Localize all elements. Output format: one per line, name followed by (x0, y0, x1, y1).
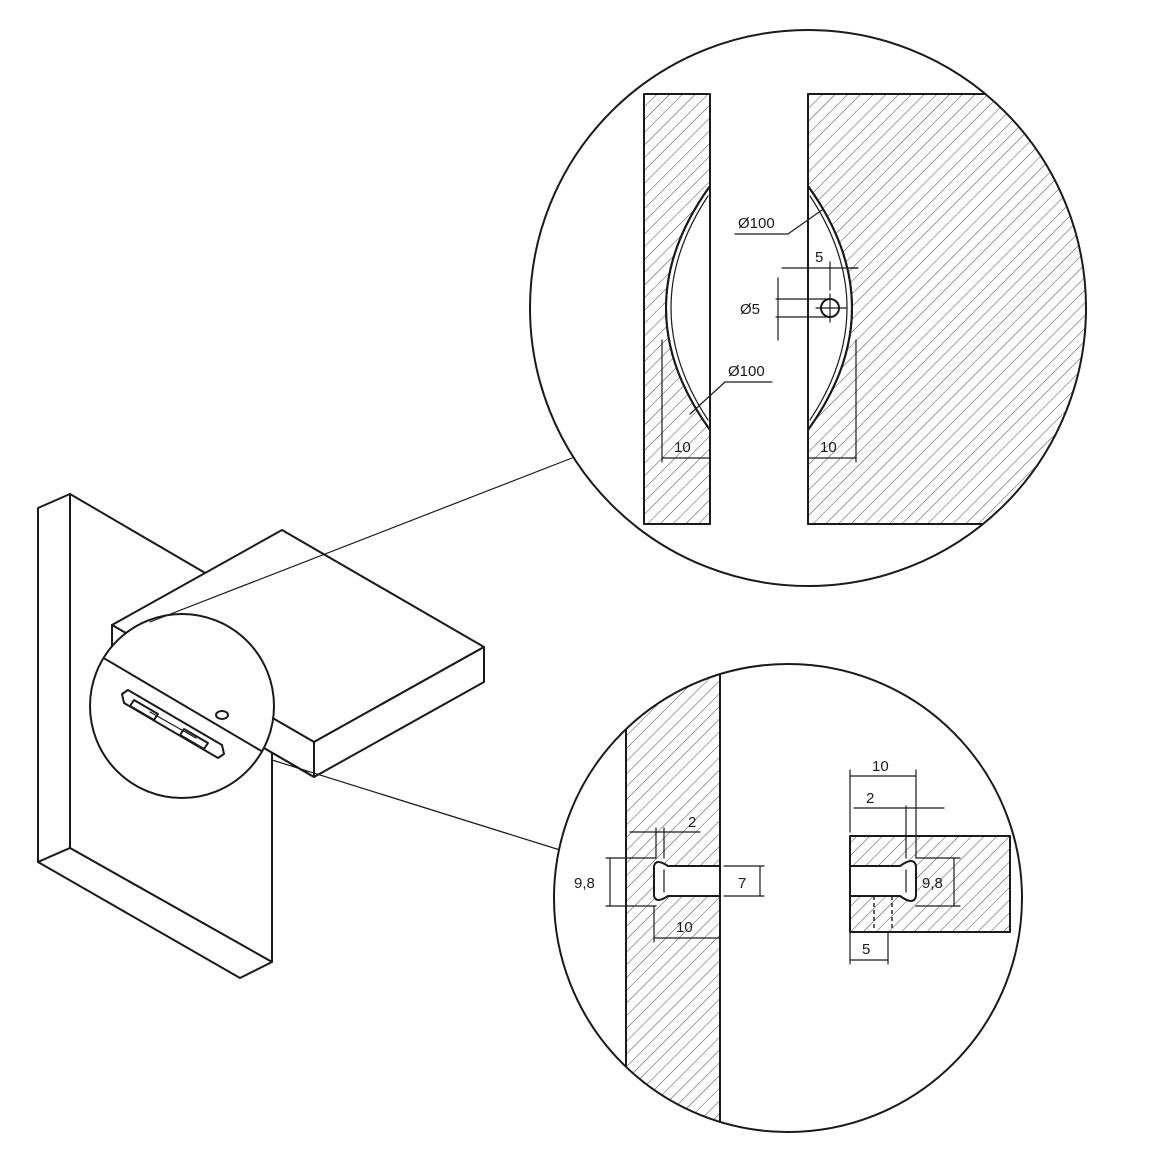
dim-left-flange: 2 (688, 814, 696, 831)
left-recess-inner-arc (670, 195, 709, 421)
dim-hole-diameter: Ø5 (740, 301, 760, 318)
dim-right-flange: 2 (866, 790, 874, 807)
left-pin (653, 861, 721, 901)
dim-hole-offset: 5 (815, 249, 823, 266)
connector-rib (149, 711, 197, 739)
top-detail: Ø100 Ø100 5 Ø5 10 10 (529, 29, 1087, 587)
leader-line-top (149, 457, 573, 623)
dim-right-hole: 5 (862, 941, 870, 958)
connector-slot-a (129, 699, 159, 721)
wall-panel-side (37, 493, 71, 863)
dim-depth-right: 10 (820, 439, 837, 456)
left-recess-outer-arc (665, 185, 711, 431)
dia-leader-lower-slant (689, 381, 726, 415)
pin-hole (215, 710, 229, 720)
dim-diameter-upper: Ø100 (738, 215, 775, 232)
dim-diameter-lower: Ø100 (728, 363, 765, 380)
dim-right-depth: 10 (872, 758, 889, 775)
dim-left-shank: 7 (738, 875, 746, 892)
right-recess-outer-arc (807, 185, 853, 431)
leader-line-bottom (271, 759, 561, 851)
connector-slot-b (179, 728, 209, 750)
shelf-edge-in-circle (90, 649, 274, 763)
wall-section (625, 664, 721, 1132)
isometric-view (37, 493, 485, 979)
dia-leader-upper-slant (787, 209, 823, 235)
dim-right-head-diameter: 9,8 (922, 875, 943, 892)
detail-circle-small (89, 613, 275, 799)
dim-left-depth: 10 (676, 919, 693, 936)
dim-depth-left: 10 (674, 439, 691, 456)
bottom-detail: 2 9,8 7 10 10 2 9,8 5 (553, 663, 1023, 1133)
dim-left-head-diameter: 9,8 (574, 875, 595, 892)
wall-panel-bottom (37, 847, 273, 979)
right-recess-inner-arc (809, 195, 848, 421)
right-pin (849, 860, 917, 902)
